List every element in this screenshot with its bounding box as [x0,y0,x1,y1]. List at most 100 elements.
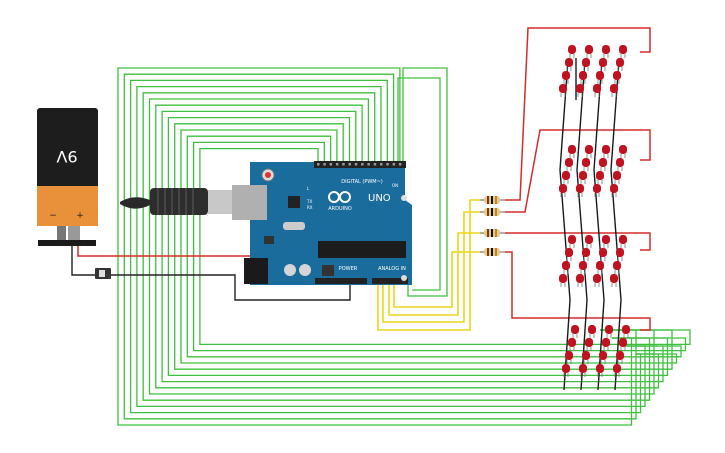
resistor-1 [480,196,505,204]
led [616,248,624,261]
green-wire [167,116,669,377]
led [576,184,584,197]
led [588,325,596,338]
led [602,45,610,58]
led [613,71,621,84]
led [568,145,576,158]
led [565,58,573,71]
green-wire [199,147,691,346]
battery-voltage-label: 9V [56,147,77,166]
led [582,351,590,364]
led [610,274,618,287]
led [596,71,604,84]
led [599,351,607,364]
green-wire [155,104,660,389]
led [579,71,587,84]
led [562,261,570,274]
battery-plus-label: + [76,211,84,221]
led [585,235,593,248]
led [605,325,613,338]
green-wire [129,79,642,414]
led [619,338,627,351]
green-wire [161,110,664,383]
rx-label: RX [307,205,313,210]
battery-minus-label: − [49,211,57,221]
led [585,145,593,158]
power-pin-header [315,278,367,284]
led [613,171,621,184]
led [602,338,610,351]
analog-pin-header [372,278,408,284]
led [619,45,627,58]
led [562,171,570,184]
led [599,248,607,261]
led [579,364,587,377]
green-wire [142,92,651,401]
arduino-logo-text: ARDUINO [328,206,352,212]
led [559,184,567,197]
led [576,274,584,287]
green-wire [186,135,682,358]
led [593,184,601,197]
green-wire [123,73,637,420]
led [562,364,570,377]
resistors [480,196,505,256]
led [571,325,579,338]
led [616,158,624,171]
battery-bottom [37,186,98,226]
resistor-3 [480,229,505,237]
yellow-wires [377,199,487,331]
resistor-2 [480,208,505,216]
green-wires [117,67,691,426]
led [619,145,627,158]
led [613,364,621,377]
led [585,338,593,351]
led [616,58,624,71]
led [568,338,576,351]
on-label: ON [392,183,398,188]
led [599,58,607,71]
led [582,58,590,71]
power-jack [244,258,268,284]
atmega-chip [318,241,406,258]
green-wire [174,123,673,370]
led [576,84,584,97]
led [596,171,604,184]
led [622,325,630,338]
usb-chip [288,196,300,208]
led [559,274,567,287]
led [585,45,593,58]
analog-header-label: ANALOG IN [378,266,406,272]
led [593,84,601,97]
led [602,145,610,158]
led [610,84,618,97]
arduino-board: DIGITAL (PWM~) POWER ANALOG IN ARDUINO U… [232,161,412,285]
led [565,351,573,364]
green-wire [180,129,678,364]
slide-switch[interactable] [95,268,111,279]
arduino-logo [328,191,351,203]
battery-top [37,108,98,190]
usb-port [232,185,267,220]
led [568,235,576,248]
led [559,84,567,97]
led [619,235,627,248]
crystal [283,222,305,230]
led [613,261,621,274]
led [596,261,604,274]
led [582,248,590,261]
led [599,158,607,171]
tx-label: TX [306,199,312,204]
led [616,351,624,364]
arduino-model-label: UNO [368,193,391,204]
led [602,235,610,248]
led [610,184,618,197]
green-wire [117,67,633,426]
led [579,171,587,184]
led-l-label: L [307,186,310,191]
led [596,364,604,377]
green-wire [148,98,655,395]
led-cube-wires [559,58,622,391]
led [582,158,590,171]
